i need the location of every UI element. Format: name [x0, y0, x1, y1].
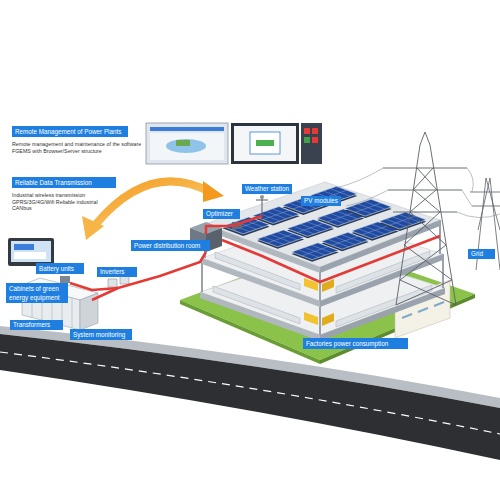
- power-line: [346, 190, 388, 206]
- label-text: Transformers: [10, 320, 63, 330]
- power-cables: [70, 216, 440, 300]
- power-line: [336, 168, 383, 188]
- pylon-arm: [383, 168, 467, 212]
- status-square: [304, 128, 310, 134]
- power-cable: [92, 252, 206, 300]
- power-cable: [222, 236, 440, 282]
- screenshot-bar: [256, 140, 274, 146]
- label-box: PV modules: [301, 196, 341, 206]
- label-box: Inverters: [97, 267, 137, 277]
- status-square: [312, 128, 318, 134]
- label-box: Battery units: [36, 263, 84, 274]
- pylon-lattice: [396, 168, 456, 305]
- label-box: Weather station: [242, 184, 292, 194]
- screenshot-icon: [176, 140, 190, 146]
- label-box: System monitoring: [70, 329, 132, 340]
- label-box: Grid: [468, 249, 495, 259]
- status-square: [312, 137, 318, 143]
- battery-unit: [60, 276, 70, 283]
- inverter: [108, 279, 117, 287]
- status-square: [304, 137, 310, 143]
- label-text: Reliable Data Transmission: [12, 177, 116, 188]
- monitor-content: [14, 252, 46, 259]
- label-text: Cabinets of green energy equipment: [6, 283, 68, 303]
- monitor: [8, 238, 54, 266]
- monitor-content: [14, 244, 34, 250]
- software-screenshots: [146, 123, 322, 164]
- power-line: [467, 168, 473, 192]
- label-text: Battery units: [36, 263, 84, 274]
- screenshot-map: [166, 139, 206, 153]
- power-cable: [70, 283, 118, 290]
- label-text: Grid: [468, 249, 495, 259]
- weather-sensor: [260, 195, 264, 199]
- pylon: [383, 132, 467, 305]
- monitor-screen: [11, 241, 51, 262]
- screenshot-frame: [301, 123, 322, 164]
- label-box: Optimizer: [203, 209, 240, 219]
- label-box: Cabinets of green energy equipment: [6, 283, 68, 303]
- pv-panel: [379, 212, 426, 231]
- screenshot-panel: [250, 132, 280, 154]
- label-box: Factories power consumption: [303, 338, 408, 349]
- roof-slab: [205, 182, 440, 267]
- label-text: Remote Management of Power Plants: [12, 126, 128, 137]
- screenshot-bar: [150, 127, 224, 131]
- road-marking: [0, 352, 500, 434]
- label-box: Remote Management of Power PlantsRemote …: [12, 126, 128, 137]
- label-box: Power distribution room: [131, 240, 210, 251]
- label-text: Weather station: [242, 184, 292, 194]
- label-box: Transformers: [10, 320, 63, 330]
- label-text: Power distribution room: [131, 240, 210, 251]
- label-text: System monitoring: [70, 329, 132, 340]
- description-text: Industrial wireless transmission GPRS/3G…: [12, 192, 104, 212]
- pv-panels: [223, 186, 427, 261]
- label-text: PV modules: [301, 196, 341, 206]
- power-line: [457, 212, 500, 218]
- road: [0, 334, 500, 460]
- screenshot-screen: [234, 126, 296, 161]
- label-text: Optimizer: [203, 209, 240, 219]
- label-text: Inverters: [97, 267, 137, 277]
- inverter: [120, 276, 129, 284]
- yellow-rack: [322, 313, 334, 326]
- yellow-rack: [304, 312, 318, 325]
- label-box: Reliable Data TransmissionIndustrial wir…: [12, 177, 116, 188]
- screenshot-frame: [231, 123, 299, 164]
- power-line: [462, 190, 472, 206]
- description-text: Remote management and maintenance of the…: [12, 141, 152, 154]
- power-lines: [336, 168, 500, 218]
- screenshot-frame: [146, 123, 228, 164]
- pv-panel: [345, 199, 392, 218]
- arrow-head: [82, 216, 104, 240]
- screenshot-screen: [150, 133, 224, 160]
- label-text: Factories power consumption: [303, 338, 408, 349]
- arrow-head: [203, 181, 224, 202]
- pylon-leg: [396, 132, 456, 305]
